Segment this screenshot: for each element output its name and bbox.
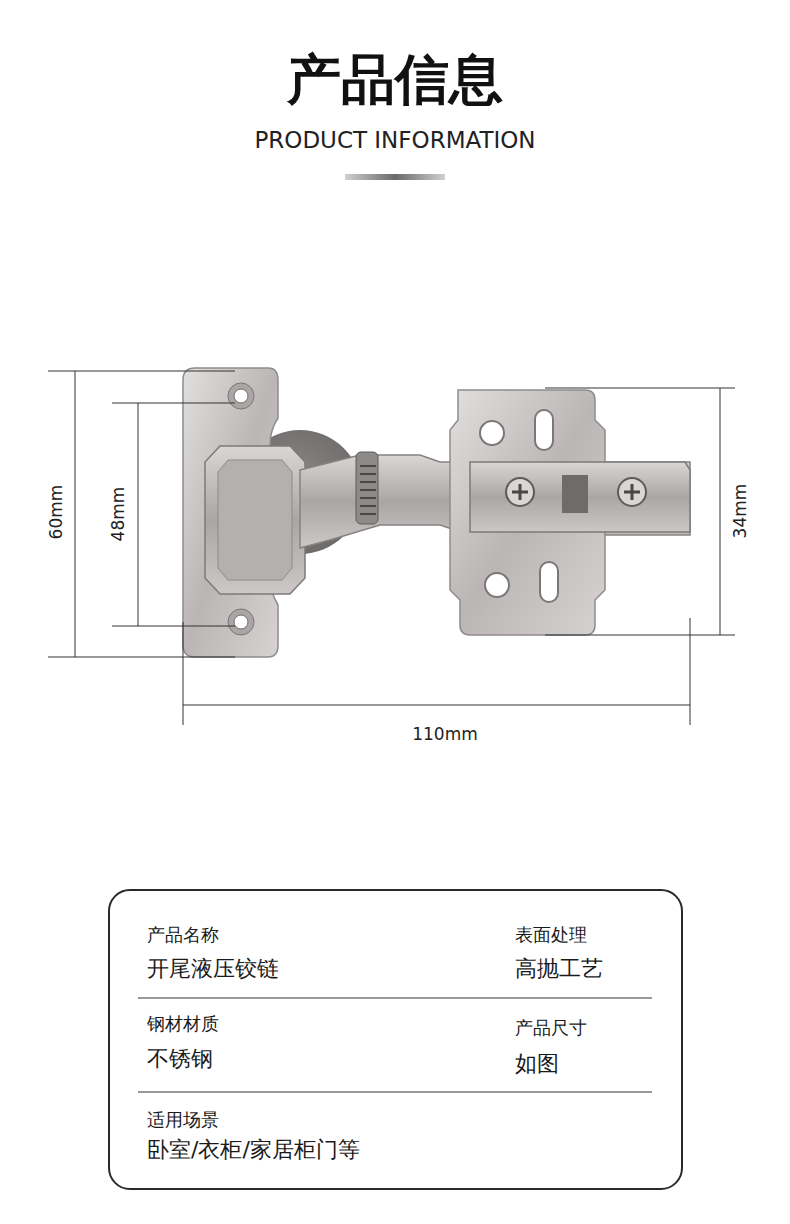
arm-base [470, 462, 690, 532]
screw [618, 478, 646, 506]
table-value: 如图 [515, 1053, 559, 1075]
page-title: 产品信息 [287, 53, 503, 107]
slot-hole [540, 562, 558, 602]
slot-hole [535, 410, 553, 450]
cup-boss [218, 460, 292, 580]
dimension-lines [48, 371, 735, 725]
dimension-label: 34mm [732, 484, 749, 539]
screw-hole [485, 573, 509, 597]
table-value: 卧室/衣柜/家居柜门等 [147, 1139, 360, 1161]
table-key: 表面处理 [515, 926, 587, 944]
table-key: 产品尺寸 [515, 1019, 587, 1037]
screw-hole [480, 421, 504, 445]
screw-hole [234, 389, 248, 403]
info-table: 产品名称开尾液压铰链 表面处理高抛工艺钢材材质不锈钢 产品尺寸如图适用场景卧室/衣柜… [108, 889, 683, 1190]
table-dividers [138, 998, 652, 1092]
screw-hole [228, 609, 254, 635]
table-key: 产品名称 [147, 926, 219, 944]
title-bar [345, 174, 445, 180]
table-value: 开尾液压铰链 [147, 958, 279, 980]
hinge-spring [360, 466, 376, 514]
table-value: 高抛工艺 [515, 958, 603, 980]
arm-window [562, 475, 588, 513]
screw [506, 478, 534, 506]
dimension-label: 60mm [48, 485, 65, 540]
screw [512, 484, 528, 500]
hinge-knuckle [356, 452, 378, 524]
screw [624, 484, 640, 500]
subtitle: PRODUCT INFORMATION [254, 129, 535, 152]
dimension-label: 110mm [412, 726, 478, 743]
screw-hole [234, 615, 248, 629]
table-value: 不锈钢 [147, 1048, 213, 1070]
table-key: 适用场景 [147, 1111, 219, 1129]
screw-hole [228, 383, 254, 409]
dimension-label: 48mm [110, 487, 127, 542]
cup-boss [205, 446, 305, 594]
table-key: 钢材材质 [147, 1015, 219, 1033]
